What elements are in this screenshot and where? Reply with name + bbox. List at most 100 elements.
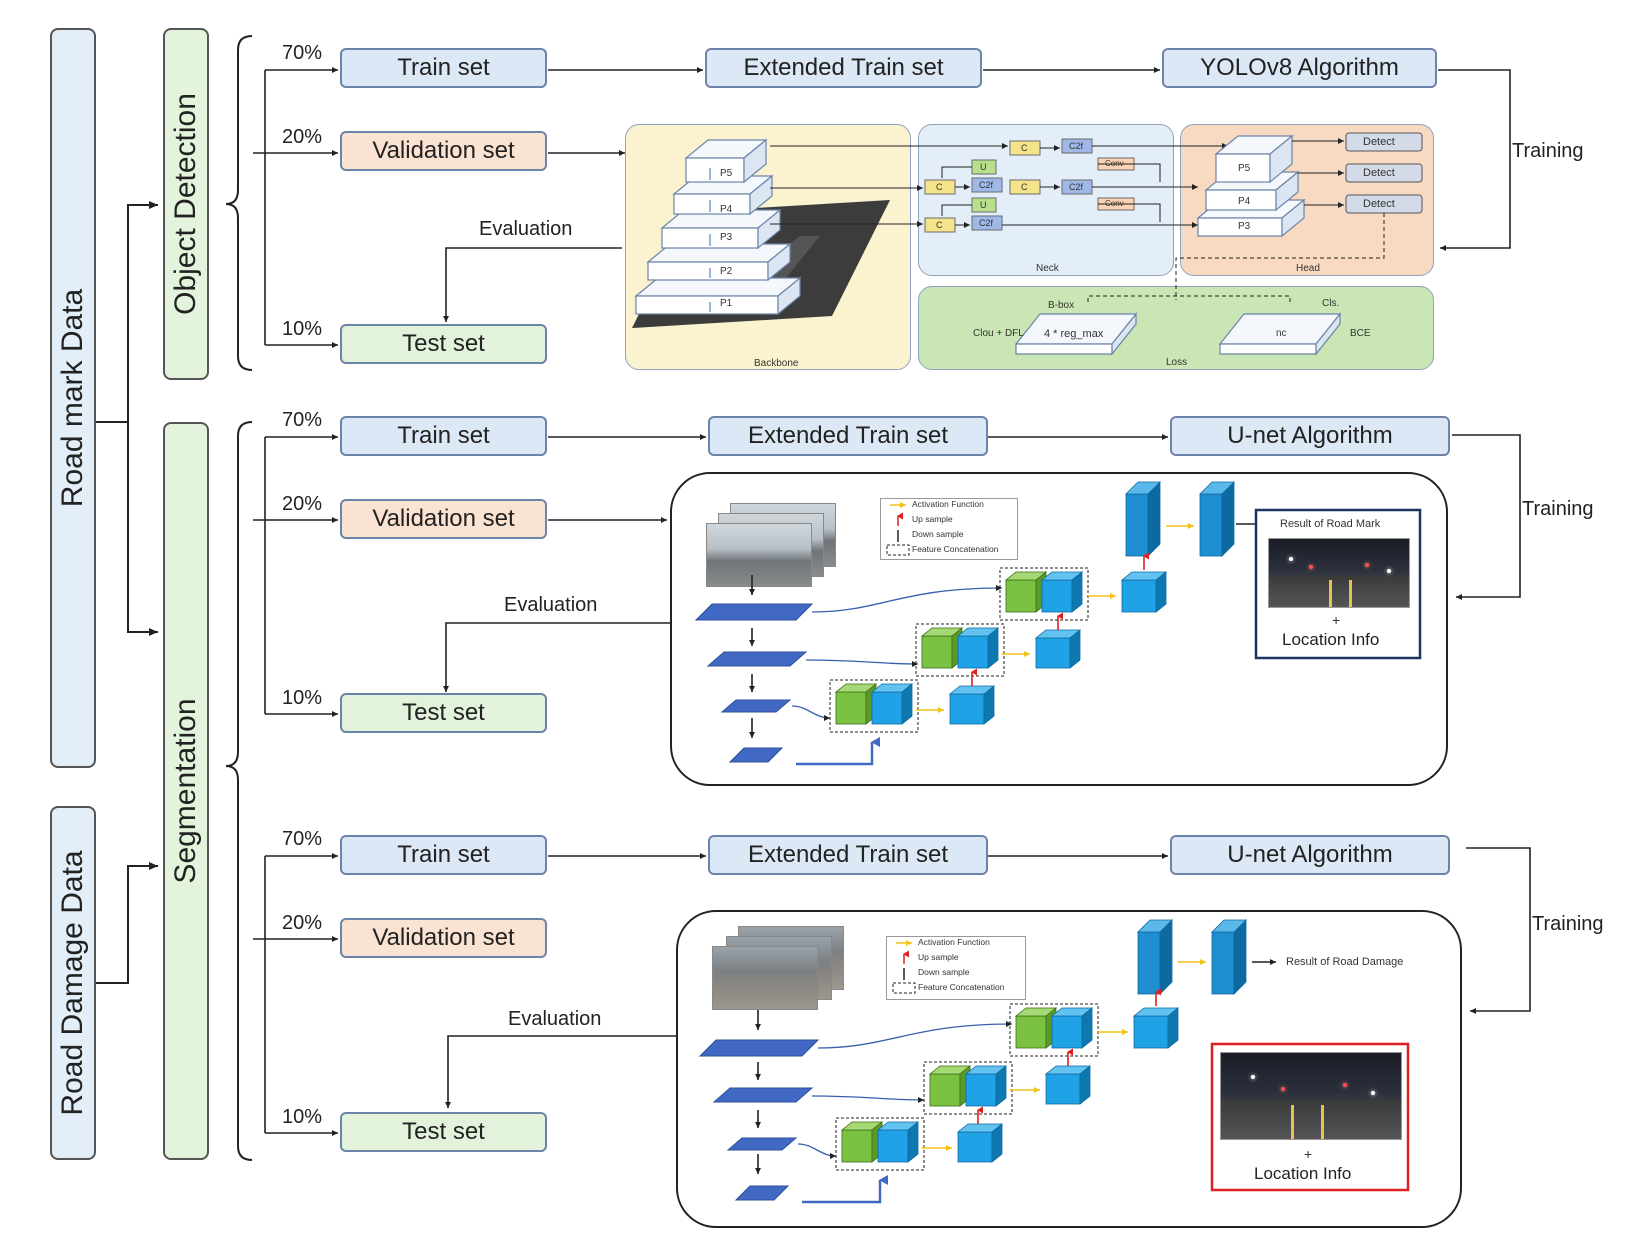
loss-bbox-slab (1014, 312, 1138, 356)
blue-cube (870, 683, 914, 725)
extended-train-set-node: Extended Train set (705, 48, 982, 88)
neck-c2f-label: C2f (1069, 141, 1084, 151)
output-slab (1137, 919, 1173, 995)
output-slab (1211, 919, 1247, 995)
training-label: Training (1532, 913, 1604, 935)
train-set-node: Train set (340, 835, 547, 875)
legend-activation: Activation Function (912, 499, 984, 509)
cls-label: Cls. (1322, 298, 1340, 309)
encoder-layer (726, 1137, 798, 1151)
neck-c2f-block (971, 177, 1003, 193)
green-cube (928, 1065, 972, 1107)
detect-label: Detect (1363, 136, 1395, 148)
pct-10: 10% (282, 1106, 323, 1128)
pct-10: 10% (282, 318, 323, 340)
green-cube (920, 627, 964, 669)
neck-c2f-block (971, 215, 1003, 231)
encoder-layer (728, 747, 784, 763)
head-level-p4-label: P4 (1238, 196, 1251, 207)
blue-cube (1120, 571, 1168, 613)
blue-cube (956, 1123, 1004, 1163)
encoder-layer (694, 603, 814, 621)
head-level-p5 (1214, 134, 1294, 184)
input-image (706, 523, 812, 587)
reg-max-label: 4 * reg_max (1044, 328, 1104, 340)
input-image (712, 946, 818, 1010)
object-detection-box: Object Detection (163, 28, 209, 380)
neck-c2f-label: C2f (979, 218, 994, 228)
head-level-p3-label: P3 (1238, 221, 1251, 232)
blue-cube (948, 685, 996, 725)
pct-20: 20% (282, 912, 323, 934)
location-info-label: Location Info (1254, 1164, 1352, 1183)
neck-label: Neck (1036, 263, 1059, 274)
detect-label: Detect (1363, 167, 1395, 179)
neck-u-label: U (980, 162, 987, 172)
result-road-damage-label: Result of Road Damage (1286, 956, 1404, 968)
road-damage-data-box: Road Damage Data (50, 806, 96, 1160)
blue-cube (1034, 629, 1082, 669)
detect-label: Detect (1363, 198, 1395, 210)
result-road-mark-label: Result of Road Mark (1280, 518, 1381, 530)
loss-cls-slab (1218, 312, 1342, 356)
green-cube (834, 683, 878, 725)
backbone-level-p1: P1 (720, 298, 733, 309)
neck-c2f-label: C2f (1069, 182, 1084, 192)
detect-block (1345, 163, 1423, 183)
legend-down-sample: Down sample (918, 967, 970, 977)
blue-cube (956, 627, 1000, 669)
evaluation-label: Evaluation (508, 1008, 602, 1030)
test-set-node: Test set (340, 693, 547, 733)
neck-c-label: C (1021, 182, 1028, 192)
ciou-dfl-label: Clou + DFL (973, 328, 1024, 339)
blue-cube (1040, 571, 1084, 613)
blue-cube (1044, 1065, 1092, 1105)
neck-c-label: C (936, 220, 943, 230)
extended-train-set-node: Extended Train set (708, 416, 988, 456)
road-mark-data-box: Road mark Data (50, 28, 96, 768)
bce-label: BCE (1350, 328, 1371, 339)
training-label: Training (1512, 140, 1584, 162)
encoder-layer (734, 1185, 790, 1201)
backbone-level-p3: P3 (720, 232, 733, 243)
neck-u-label: U (980, 200, 987, 210)
legend-activation: Activation Function (918, 937, 990, 947)
output-slab (1125, 481, 1161, 557)
pyramid-level-p1 (634, 276, 802, 316)
neck-conv-label: Conv (1105, 159, 1124, 168)
result-road-mark-image (1268, 538, 1410, 608)
detect-block (1345, 132, 1423, 152)
extended-train-set-node: Extended Train set (708, 835, 988, 875)
neck-c2f-label: C2f (979, 180, 994, 190)
pyramid-level-p4 (672, 174, 774, 216)
blue-cube (964, 1065, 1008, 1107)
pct-70: 70% (282, 409, 323, 431)
yolov8-algorithm-node: YOLOv8 Algorithm (1162, 48, 1437, 88)
neck-c-label: C (1021, 143, 1028, 153)
pct-20: 20% (282, 493, 323, 515)
evaluation-label: Evaluation (504, 594, 598, 616)
head-level-p5-label: P5 (1238, 163, 1251, 174)
legend-up-sample: Up sample (918, 952, 959, 962)
validation-set-node: Validation set (340, 918, 547, 958)
validation-set-node: Validation set (340, 131, 547, 171)
legend-concat: Feature Concatenation (918, 982, 1005, 992)
evaluation-label: Evaluation (479, 218, 573, 240)
pyramid-level-p5 (684, 138, 768, 184)
backbone-level-p5: P5 (720, 168, 733, 179)
bbox-label: B-box (1048, 300, 1075, 311)
plus-sign: + (1304, 1146, 1313, 1162)
legend-up-sample: Up sample (912, 514, 953, 524)
unet-legend (880, 498, 1018, 560)
backbone-label: Backbone (754, 358, 799, 369)
legend-concat: Feature Concatenation (912, 544, 999, 554)
backbone-level-p4: P4 (720, 204, 733, 215)
blue-cube (876, 1121, 920, 1163)
encoder-layer (698, 1039, 820, 1057)
unet-algorithm-node: U-net Algorithm (1170, 835, 1450, 875)
encoder-layer (712, 1087, 814, 1103)
blue-cube (1050, 1007, 1094, 1049)
green-cube (1004, 571, 1048, 613)
